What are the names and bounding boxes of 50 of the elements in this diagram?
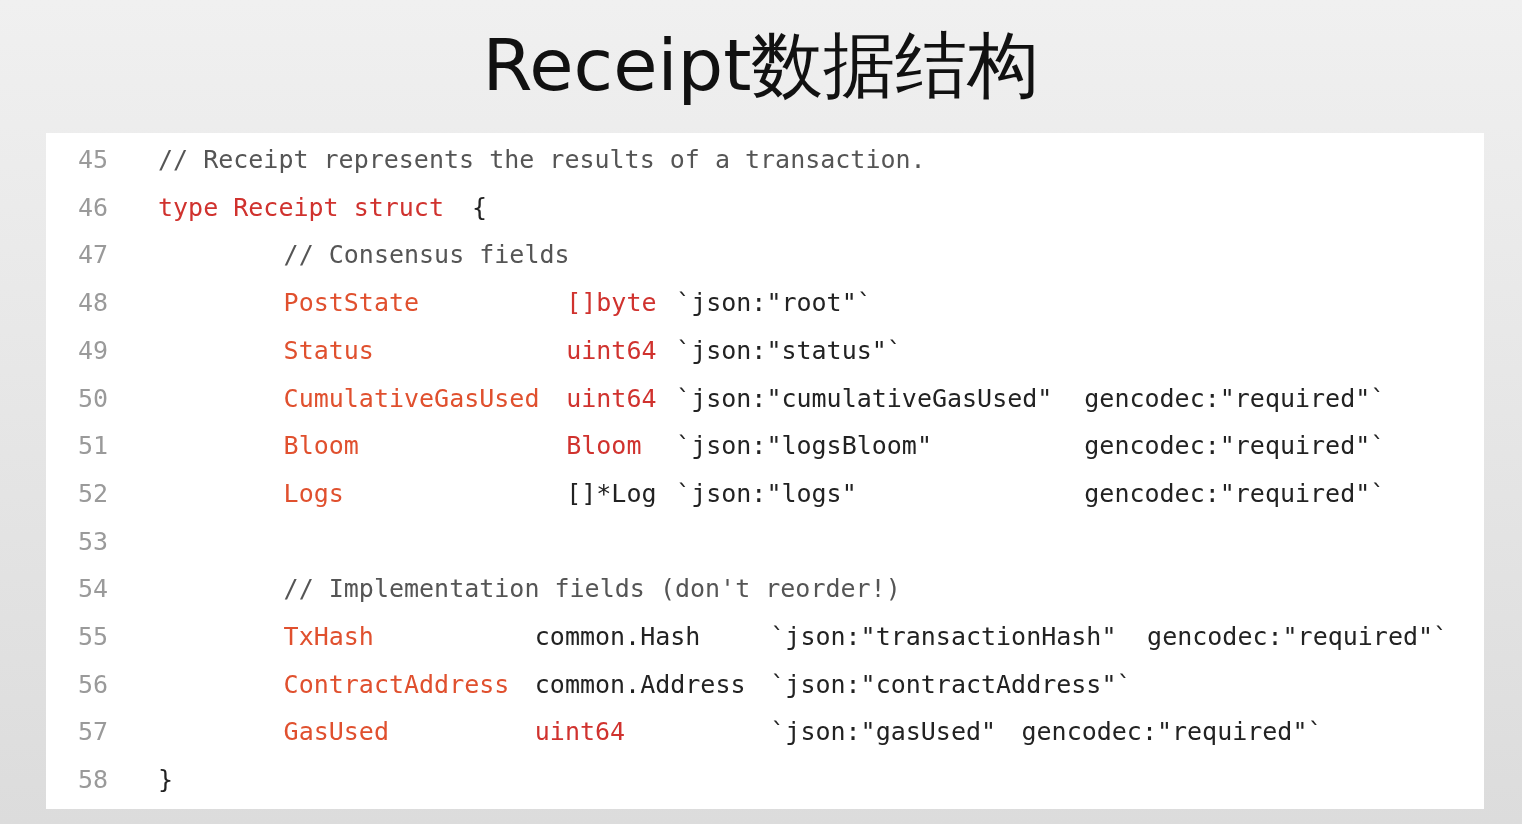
code-text: `json:"contractAddress"` <box>770 669 1132 700</box>
field-name: TxHash <box>283 622 374 652</box>
field-name: GasUsed <box>283 717 389 748</box>
line-number: 50 <box>78 383 109 414</box>
code-keyword: Bloom <box>566 431 642 462</box>
code-text: { <box>472 192 488 223</box>
code-text: gencodec:"required"` <box>1084 431 1386 462</box>
field-name: Logs <box>283 478 344 509</box>
line-number: 45 <box>78 145 109 175</box>
code-keyword: []byte <box>566 288 657 319</box>
code-text: `json:"root"` <box>676 288 872 319</box>
code-text: `json:"gasUsed" <box>770 717 997 748</box>
line-number: 49 <box>78 335 109 366</box>
code-text: []*Log <box>566 478 657 509</box>
code-comment: // Receipt represents the results of a transaction. <box>158 145 926 175</box>
line-number: 53 <box>78 526 109 557</box>
field-name: Bloom <box>283 431 359 462</box>
code-comment: // Implementation fields (don't reorder!) <box>283 574 901 605</box>
line-number: 55 <box>78 622 109 652</box>
slide-title: Receipt数据结构 <box>482 22 1040 109</box>
field-name: Status <box>283 335 374 366</box>
field-name: ContractAddress <box>283 669 510 700</box>
code-text: `json:"status"` <box>676 335 902 366</box>
code-comment: // Consensus fields <box>283 240 570 271</box>
code-text: `json:"logsBloom" <box>676 431 932 462</box>
line-number: 48 <box>78 288 109 319</box>
code-keyword: uint64 <box>534 717 626 748</box>
line-number: 47 <box>78 240 109 271</box>
code-keyword: uint64 <box>566 383 657 414</box>
line-number: 46 <box>78 192 109 223</box>
code-text: } <box>158 765 174 796</box>
code-text: gencodec:"required"` <box>1021 717 1323 748</box>
field-name: PostState <box>283 288 420 319</box>
line-number: 57 <box>78 717 109 748</box>
field-name: CumulativeGasUsed <box>283 383 540 414</box>
code-keyword: type Receipt struct <box>158 192 444 223</box>
code-text: common.Hash <box>534 622 701 652</box>
line-number: 52 <box>78 478 109 509</box>
code-text: common.Address <box>534 669 746 700</box>
code-text: gencodec:"required"` <box>1147 622 1449 652</box>
line-number: 58 <box>78 765 109 796</box>
code-text: `json:"logs" <box>676 478 857 509</box>
line-number: 56 <box>78 669 109 700</box>
code-text: gencodec:"required"` <box>1084 478 1386 509</box>
code-keyword: uint64 <box>566 335 657 366</box>
line-number: 54 <box>78 574 109 605</box>
line-number: 51 <box>78 431 109 462</box>
code-text: `json:"transactionHash" <box>770 622 1117 652</box>
code-text: gencodec:"required"` <box>1084 383 1386 414</box>
code-text: `json:"cumulativeGasUsed" <box>676 383 1053 414</box>
